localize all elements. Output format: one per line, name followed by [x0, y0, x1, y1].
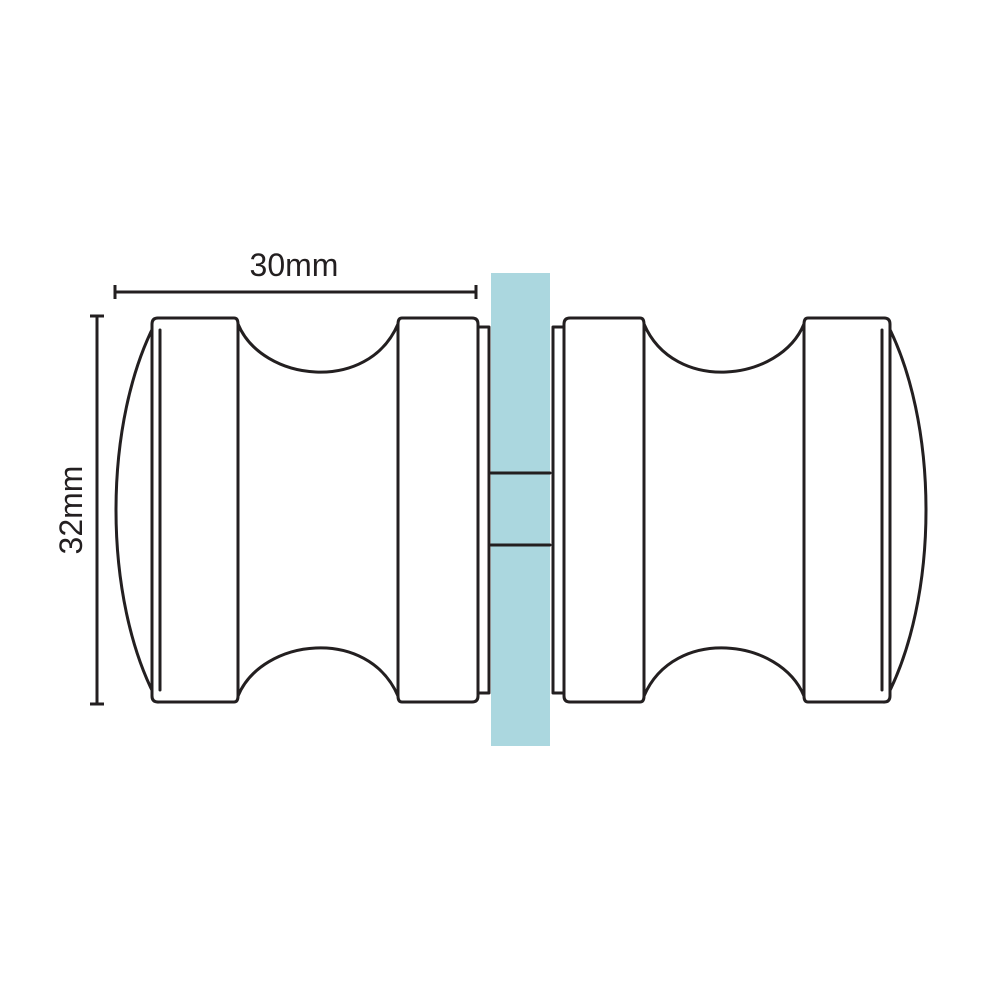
width-dimension: 30mm	[113, 247, 478, 299]
left-knob-cap	[150, 316, 240, 704]
left-knob-dome	[114, 316, 160, 704]
height-label: 32mm	[53, 466, 89, 555]
connecting-spindle	[489, 471, 552, 547]
right-knob-dome	[882, 316, 928, 704]
glass-panel	[491, 273, 550, 746]
right-knob-inner-band	[562, 316, 646, 704]
width-label: 30mm	[250, 247, 339, 283]
left-knob-washer	[476, 325, 491, 695]
height-dimension: 32mm	[53, 314, 104, 706]
left-knob-inner-band	[396, 316, 480, 704]
right-knob-washer	[551, 325, 566, 695]
right-knob-grip	[642, 322, 806, 698]
left-knob-grip	[236, 322, 400, 698]
left-knob	[114, 316, 491, 704]
right-knob-cap	[802, 316, 892, 704]
right-knob	[551, 316, 928, 704]
